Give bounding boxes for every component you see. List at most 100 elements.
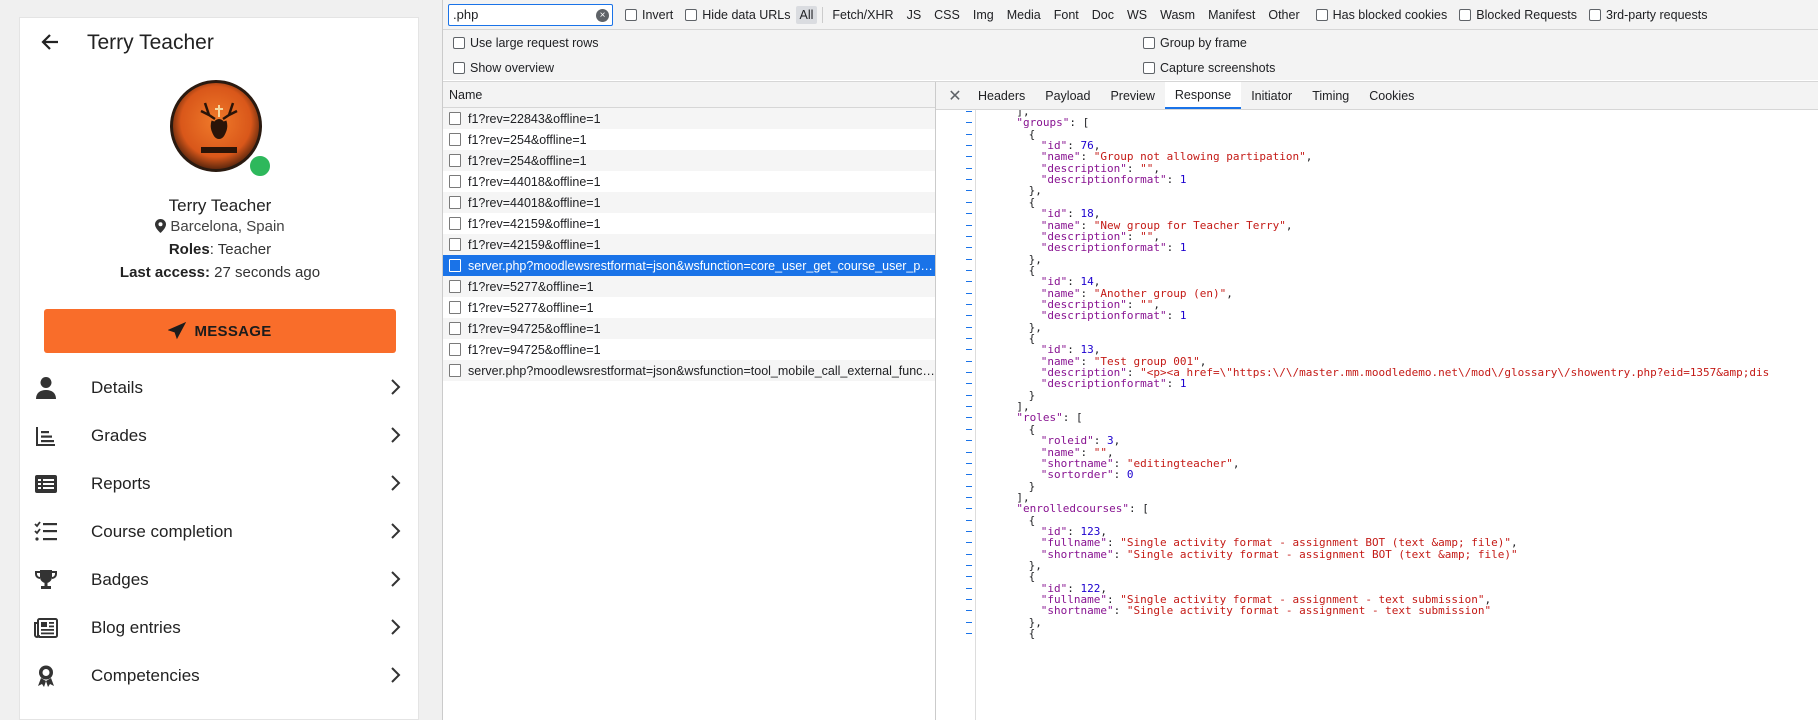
- type-filter-fetch-xhr[interactable]: Fetch/XHR: [832, 7, 894, 22]
- third-party-requests-checkbox[interactable]: 3rd-party requests: [1589, 8, 1707, 22]
- close-icon[interactable]: ✕: [948, 87, 962, 105]
- line-marker: [966, 133, 972, 135]
- menu-item-competencies[interactable]: Competencies: [20, 652, 420, 700]
- request-row[interactable]: f1?rev=254&offline=1: [443, 129, 935, 150]
- type-filter-all[interactable]: All: [795, 5, 818, 24]
- type-filter-font[interactable]: Font: [1053, 7, 1079, 22]
- hide-data-urls-checkbox[interactable]: Hide data URLs: [685, 8, 791, 22]
- code-line: "shortname": "Single activity format - a…: [1041, 548, 1518, 562]
- name-column-header[interactable]: Name: [443, 82, 935, 108]
- code-token: }: [1028, 479, 1036, 493]
- line-marker: [966, 428, 972, 430]
- code-token: "roleid": [1040, 434, 1094, 448]
- code-line: "descriptionformat": 1: [1041, 173, 1187, 187]
- code-token: ],: [1016, 400, 1030, 414]
- show-overview-checkbox[interactable]: Show overview: [453, 61, 554, 75]
- request-name: f1?rev=5277&offline=1: [468, 300, 594, 315]
- response-body[interactable]: ],"groups": [{"id": 76,"name": "Group no…: [936, 110, 1818, 720]
- code-token: ,: [1100, 524, 1108, 538]
- menu-item-blog-entries[interactable]: Blog entries: [20, 604, 420, 652]
- group-by-frame-checkbox[interactable]: Group by frame: [1143, 36, 1247, 50]
- code-token: ,: [1100, 581, 1108, 595]
- invert-checkbox[interactable]: Invert: [625, 8, 673, 22]
- type-filter-wasm[interactable]: Wasm: [1160, 7, 1196, 22]
- tab-response[interactable]: Response: [1164, 82, 1242, 109]
- code-line: },: [1029, 616, 1042, 630]
- tab-payload[interactable]: Payload: [1045, 88, 1091, 103]
- code-token: :: [1113, 547, 1127, 561]
- tab-initiator[interactable]: Initiator: [1251, 88, 1293, 103]
- code-token: "name": [1040, 286, 1081, 300]
- type-filter-manifest[interactable]: Manifest: [1208, 7, 1256, 22]
- menu-item-course-completion[interactable]: Course completion: [20, 508, 420, 556]
- last-access-value: 27 seconds ago: [209, 264, 321, 281]
- type-filter-doc[interactable]: Doc: [1091, 7, 1114, 22]
- request-row[interactable]: f1?rev=42159&offline=1: [443, 234, 935, 255]
- back-button[interactable]: [36, 28, 64, 56]
- type-filter-img[interactable]: Img: [972, 7, 994, 22]
- request-row[interactable]: f1?rev=5277&offline=1: [443, 297, 935, 318]
- menu-item-details[interactable]: Details: [20, 364, 420, 412]
- code-token: "<p><a href=\"https:\/\/master.mm.moodle…: [1140, 366, 1770, 380]
- code-line: "descriptionformat": 1: [1041, 241, 1187, 255]
- code-token: },: [1028, 252, 1042, 266]
- message-button[interactable]: MESSAGE: [44, 309, 396, 353]
- code-token: "id": [1040, 581, 1068, 595]
- code-line: "descriptionformat": 1: [1041, 377, 1187, 391]
- divider: [822, 6, 824, 23]
- type-filter-other[interactable]: Other: [1268, 7, 1300, 22]
- code-token: :: [1067, 275, 1081, 289]
- request-row[interactable]: f1?rev=94725&offline=1: [443, 339, 935, 360]
- line-marker: [966, 621, 972, 623]
- menu-item-badges[interactable]: Badges: [20, 556, 420, 604]
- code-token: ,: [1285, 218, 1293, 232]
- code-token: "fullname": [1040, 536, 1108, 550]
- code-line: {: [1029, 332, 1036, 346]
- code-token: :: [1067, 581, 1081, 595]
- menu-item-grades[interactable]: Grades: [20, 412, 420, 460]
- menu-item-label: Details: [91, 378, 143, 397]
- chevron-right-icon: [391, 523, 401, 539]
- filter-input[interactable]: .php ×: [448, 3, 613, 26]
- blocked-requests-checkbox[interactable]: Blocked Requests: [1459, 8, 1577, 22]
- code-token: "Test group 001": [1093, 354, 1200, 368]
- tab-cookies[interactable]: Cookies: [1369, 88, 1415, 103]
- code-line: "description": "",: [1041, 230, 1160, 244]
- line-marker: [966, 633, 972, 635]
- code-token: :: [1113, 468, 1127, 482]
- tab-preview[interactable]: Preview: [1110, 88, 1155, 103]
- profile-card: Terry Teacher Terry Teacher Barcelona, S…: [19, 17, 419, 720]
- request-row[interactable]: server.php?moodlewsrestformat=json&wsfun…: [443, 360, 935, 381]
- paper-plane-icon: [168, 322, 187, 340]
- file-icon: [449, 301, 461, 314]
- request-row[interactable]: f1?rev=44018&offline=1: [443, 192, 935, 213]
- tab-headers[interactable]: Headers: [978, 88, 1026, 103]
- code-token: 123: [1080, 524, 1101, 538]
- capture-screenshots-checkbox[interactable]: Capture screenshots: [1143, 61, 1275, 75]
- request-row[interactable]: f1?rev=254&offline=1: [443, 150, 935, 171]
- request-row[interactable]: server.php?moodlewsrestformat=json&wsfun…: [443, 255, 935, 276]
- clear-filter-icon[interactable]: ×: [596, 8, 609, 22]
- code-token: 0: [1126, 468, 1134, 482]
- type-filter-media[interactable]: Media: [1006, 7, 1041, 22]
- request-row[interactable]: f1?rev=5277&offline=1: [443, 276, 935, 297]
- request-name: f1?rev=254&offline=1: [468, 153, 587, 168]
- request-row[interactable]: f1?rev=44018&offline=1: [443, 171, 935, 192]
- avatar[interactable]: [170, 80, 262, 172]
- request-row[interactable]: f1?rev=42159&offline=1: [443, 213, 935, 234]
- tab-timing[interactable]: Timing: [1312, 88, 1350, 103]
- code-line: "name": "Group not allowing partipation"…: [1041, 150, 1313, 164]
- request-name: f1?rev=44018&offline=1: [468, 174, 601, 189]
- request-row[interactable]: f1?rev=22843&offline=1: [443, 108, 935, 129]
- request-row[interactable]: f1?rev=94725&offline=1: [443, 318, 935, 339]
- file-icon: [449, 259, 461, 272]
- has-blocked-cookies-checkbox[interactable]: Has blocked cookies: [1315, 8, 1447, 22]
- type-filter-css[interactable]: CSS: [934, 7, 960, 22]
- type-filter-js[interactable]: JS: [906, 7, 922, 22]
- line-marker: [966, 565, 972, 566]
- menu-item-reports[interactable]: Reports: [20, 460, 420, 508]
- type-filter-ws[interactable]: WS: [1127, 7, 1148, 22]
- large-rows-checkbox[interactable]: Use large request rows: [453, 36, 599, 50]
- code-token: :: [1166, 377, 1180, 391]
